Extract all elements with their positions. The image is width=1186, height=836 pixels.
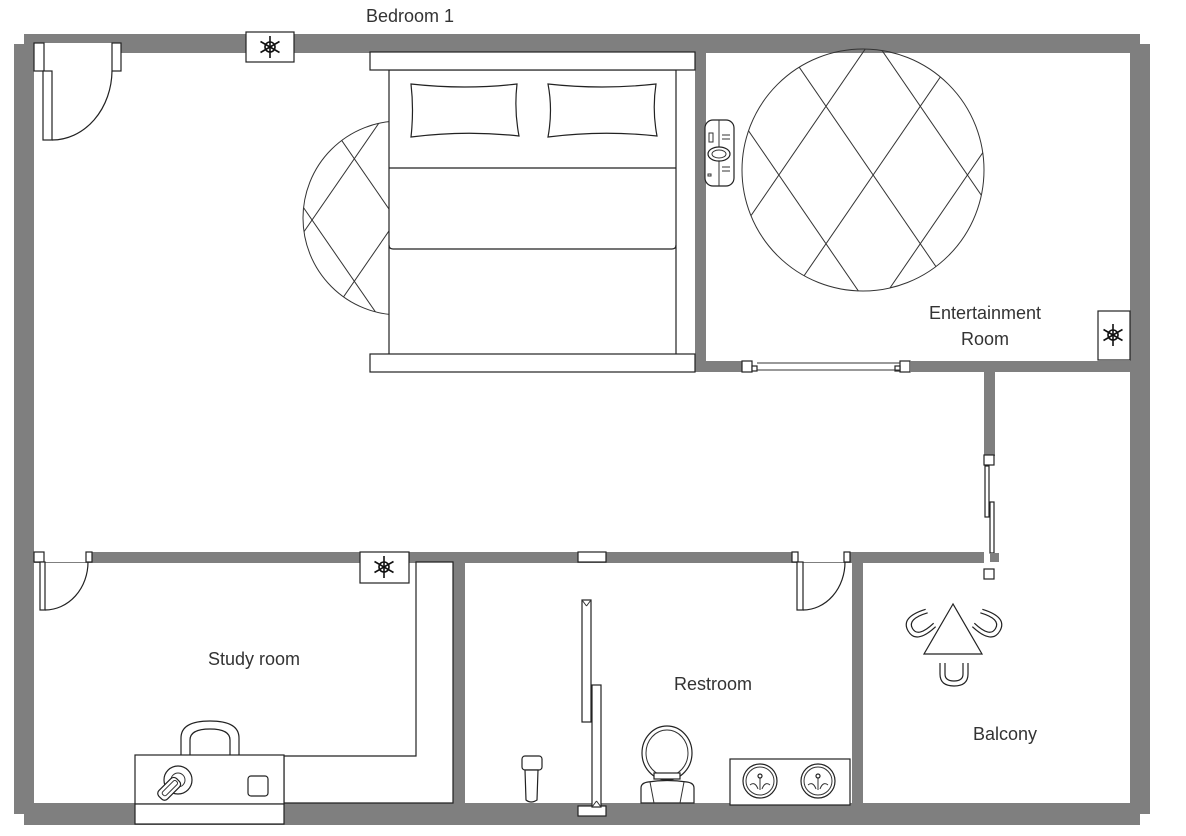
ac-unit-entertainment xyxy=(1097,310,1131,361)
mop-sink xyxy=(521,755,543,803)
ac-unit-bedroom xyxy=(245,31,295,63)
balcony-table-set xyxy=(905,602,1003,687)
room-label-entertainment-line2: Room xyxy=(960,329,1009,349)
l-shaped-desk xyxy=(134,561,454,825)
double-bed xyxy=(369,51,696,373)
study-door xyxy=(33,551,93,611)
entertainment-sliding-door xyxy=(741,360,911,373)
room-label-entertainment: Entertainment Room xyxy=(915,302,1055,350)
room-label-restroom: Restroom xyxy=(674,674,753,694)
shower-sliding-panels xyxy=(581,599,602,808)
room-label-bedroom1: Bedroom 1 xyxy=(366,6,455,26)
room-label-entertainment-line1: Entertainment xyxy=(928,303,1042,323)
entertainment-rug xyxy=(741,48,985,292)
interior-walls xyxy=(34,53,1140,807)
toilet xyxy=(640,725,695,804)
room-label-balcony: Balcony xyxy=(973,724,1038,744)
tv-console xyxy=(704,119,735,187)
ac-unit-study xyxy=(359,551,410,584)
room-label-study: Study room xyxy=(208,649,301,669)
double-sink-vanity xyxy=(729,758,851,806)
restroom-door xyxy=(791,551,851,611)
balcony-sliding-door xyxy=(983,454,999,580)
bedroom-door xyxy=(33,42,122,141)
restroom-vent xyxy=(577,551,607,817)
